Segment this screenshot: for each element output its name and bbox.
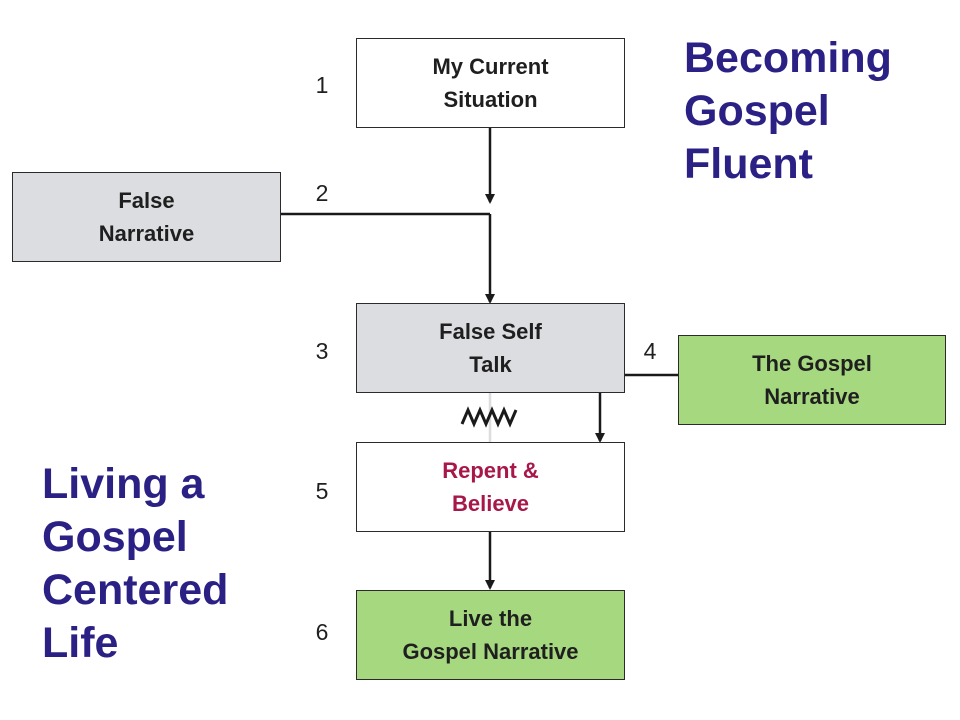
- title-becoming-gospel-fluent: Becoming Gospel Fluent: [684, 32, 892, 191]
- step-number-3: 3: [315, 338, 329, 364]
- box-repent-believe: Repent & Believe: [356, 442, 625, 532]
- box-repent-believe-line1: Repent &: [442, 458, 539, 483]
- step-number-5: 5: [315, 478, 329, 504]
- box-gospel-narrative-line2: Narrative: [764, 384, 860, 409]
- box-gospel-narrative: The Gospel Narrative: [678, 335, 946, 425]
- box-repent-believe-line2: Believe: [451, 491, 530, 516]
- box-false-narrative-line1: False: [118, 188, 175, 213]
- title-bottom-line4: Life: [42, 619, 119, 667]
- box-current-situation-line2: Situation: [443, 87, 538, 112]
- step-number-1: 1: [315, 72, 329, 98]
- title-living-gospel-centered-life: Living a Gospel Centered Life: [42, 458, 228, 670]
- title-top-line2: Gospel: [684, 87, 830, 135]
- box-live-gospel-line1: Live the: [448, 606, 533, 631]
- box-false-narrative: False Narrative: [12, 172, 281, 262]
- box-false-self-talk-line2: Talk: [469, 352, 512, 377]
- box-current-situation: My Current Situation: [356, 38, 625, 128]
- title-bottom-line2: Gospel: [42, 513, 188, 561]
- box-false-self-talk-line1: False Self: [439, 319, 542, 344]
- box-current-situation-line1: My Current: [432, 54, 549, 79]
- title-top-line1: Becoming: [684, 34, 892, 82]
- box-live-gospel: Live the Gospel Narrative: [356, 590, 625, 680]
- step-number-2: 2: [315, 180, 329, 206]
- zigzag-disruption-icon: [460, 406, 518, 428]
- box-live-gospel-line2: Gospel Narrative: [402, 639, 579, 664]
- title-bottom-line3: Centered: [42, 566, 229, 614]
- box-gospel-narrative-line1: The Gospel: [752, 351, 872, 376]
- title-top-line3: Fluent: [684, 140, 813, 188]
- title-bottom-line1: Living a: [42, 460, 205, 508]
- box-false-self-talk: False Self Talk: [356, 303, 625, 393]
- step-number-4: 4: [643, 338, 657, 364]
- box-false-narrative-line2: Narrative: [98, 221, 195, 246]
- step-number-6: 6: [315, 619, 329, 645]
